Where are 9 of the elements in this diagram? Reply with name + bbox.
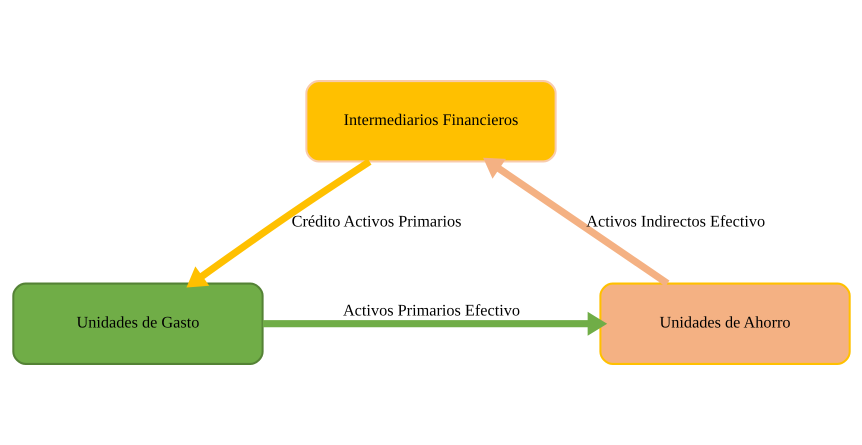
edge-label: Activos Primarios Efectivo	[342, 301, 520, 320]
edge-label: Crédito Activos Primarios	[291, 212, 461, 230]
arrow	[482, 158, 669, 286]
node-box: Unidades de Gasto	[12, 282, 264, 365]
node-box: Unidades de Ahorro	[598, 282, 850, 365]
edge-label: Activos Indirectos Efectivo	[586, 212, 765, 230]
node-box: Intermediarios Financieros	[304, 80, 556, 162]
arrow	[262, 312, 607, 336]
arrow	[186, 158, 372, 288]
